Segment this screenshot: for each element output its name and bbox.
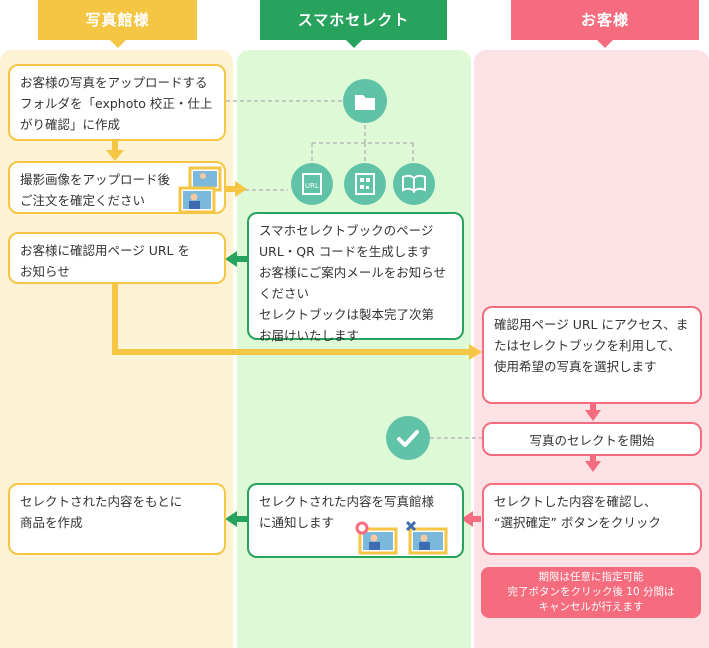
cancel-note: 期限は任意に指定可能 完了ボタンをクリック後 10 分間は キャンセルが行えます [481, 567, 701, 618]
step-create-product: セレクトされた内容をもとに 商品を作成 [8, 483, 226, 555]
folder-icon [343, 79, 387, 123]
step-generate-select-book: スマホセレクトブックのページ URL・QR コードを生成します お客様にご案内メ… [247, 212, 464, 343]
step-create-folder: お客様の写真をアップロードするフォルダを「exphoto 校正・仕上がり確認」に… [8, 64, 226, 141]
step-start-select: 写真のセレクトを開始 [482, 422, 702, 456]
step-notify-studio: セレクトされた内容を写真館様 に通知します [247, 483, 464, 558]
photos-illustration [178, 166, 222, 214]
book-icon [393, 163, 435, 205]
step-access-and-select: 確認用ページ URL にアクセス、またはセレクトブックを利用して、使用希望の写真… [482, 306, 702, 404]
svg-text:URL: URL [305, 182, 319, 190]
check-icon [386, 416, 430, 460]
lane-header-client: お客様 [511, 0, 699, 48]
lane-header-studio: 写真館様 [38, 0, 197, 48]
qr-code-icon [344, 163, 386, 205]
step-confirm-selection: セレクトした内容を確認し、 “選択確定” ボタンをクリック [482, 483, 702, 555]
url-icon: URL [291, 163, 333, 205]
lane-header-smaho-select: スマホセレクト [260, 0, 447, 48]
step-notify-client-url: お客様に確認用ページ URL を お知らせ [8, 232, 226, 284]
selected-photos-illustration [355, 520, 448, 555]
